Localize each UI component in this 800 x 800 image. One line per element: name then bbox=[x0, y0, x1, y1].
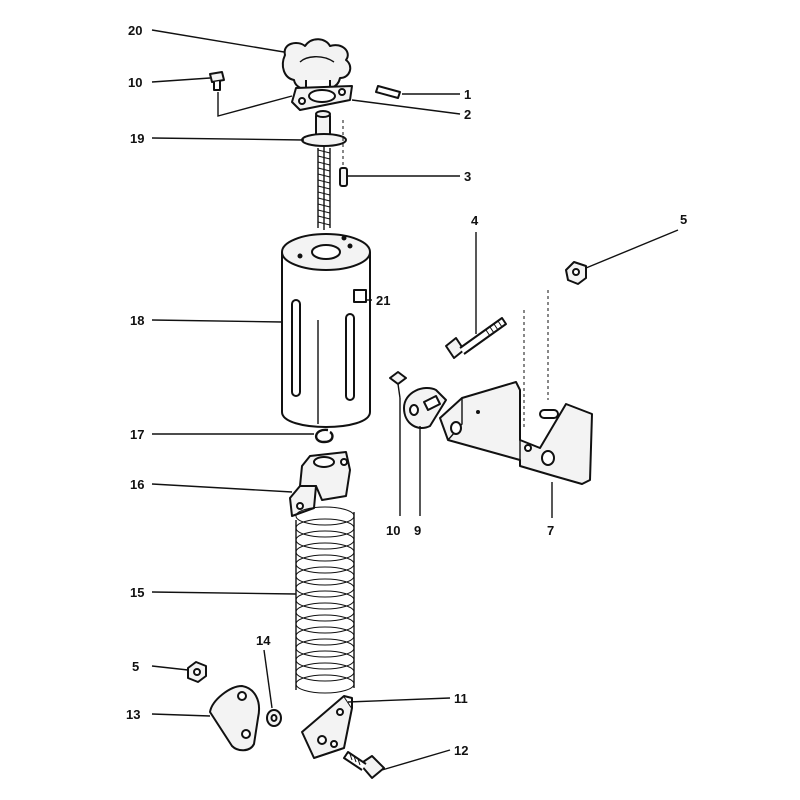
part-7-angle-bracket bbox=[439, 290, 593, 485]
callout-10-top: 10 bbox=[128, 75, 143, 90]
callout-13: 13 bbox=[126, 707, 141, 722]
part-5-nut-bottom bbox=[187, 661, 207, 683]
callout-19: 19 bbox=[130, 131, 145, 146]
callout-5-top: 5 bbox=[680, 212, 688, 227]
callout-17: 17 bbox=[130, 427, 145, 442]
leader-lines bbox=[151, 29, 679, 771]
part-18-housing bbox=[281, 233, 371, 428]
callout-18: 18 bbox=[130, 313, 145, 328]
part-9-pivot-plate bbox=[403, 387, 447, 429]
part-12-bolt bbox=[343, 751, 385, 779]
part-19-lead-screw bbox=[301, 110, 347, 230]
callout-5-bottom: 5 bbox=[132, 659, 140, 674]
callout-14: 14 bbox=[256, 633, 271, 648]
callout-10-middle: 10 bbox=[386, 523, 401, 538]
part-13-plate bbox=[209, 685, 260, 752]
part-2-plate bbox=[291, 85, 353, 111]
part-5-nut-top bbox=[565, 261, 587, 285]
callout-4: 4 bbox=[471, 213, 479, 228]
part-10-screw-middle bbox=[389, 371, 407, 399]
part-15-coil-spring bbox=[295, 506, 355, 694]
callout-12: 12 bbox=[454, 743, 469, 758]
part-4-long-bolt bbox=[445, 317, 507, 359]
callout-2: 2 bbox=[464, 107, 472, 122]
callout-9: 9 bbox=[414, 523, 422, 538]
part-1-roll-pin bbox=[375, 85, 401, 99]
callout-20: 20 bbox=[128, 23, 143, 38]
part-11-lower-bracket bbox=[301, 695, 353, 759]
part-10-screw-top bbox=[209, 71, 293, 117]
callout-3: 3 bbox=[464, 169, 472, 184]
callout-21: 21 bbox=[376, 293, 391, 308]
part-3-pin bbox=[339, 120, 348, 187]
part-16-nut-block bbox=[289, 451, 351, 517]
part-17-retaining-clip bbox=[315, 428, 334, 444]
callout-16: 16 bbox=[130, 477, 145, 492]
part-14-washer bbox=[266, 709, 282, 727]
callout-15: 15 bbox=[130, 585, 145, 600]
callout-1: 1 bbox=[464, 87, 472, 102]
callout-7: 7 bbox=[547, 523, 555, 538]
callout-11: 11 bbox=[454, 691, 468, 706]
